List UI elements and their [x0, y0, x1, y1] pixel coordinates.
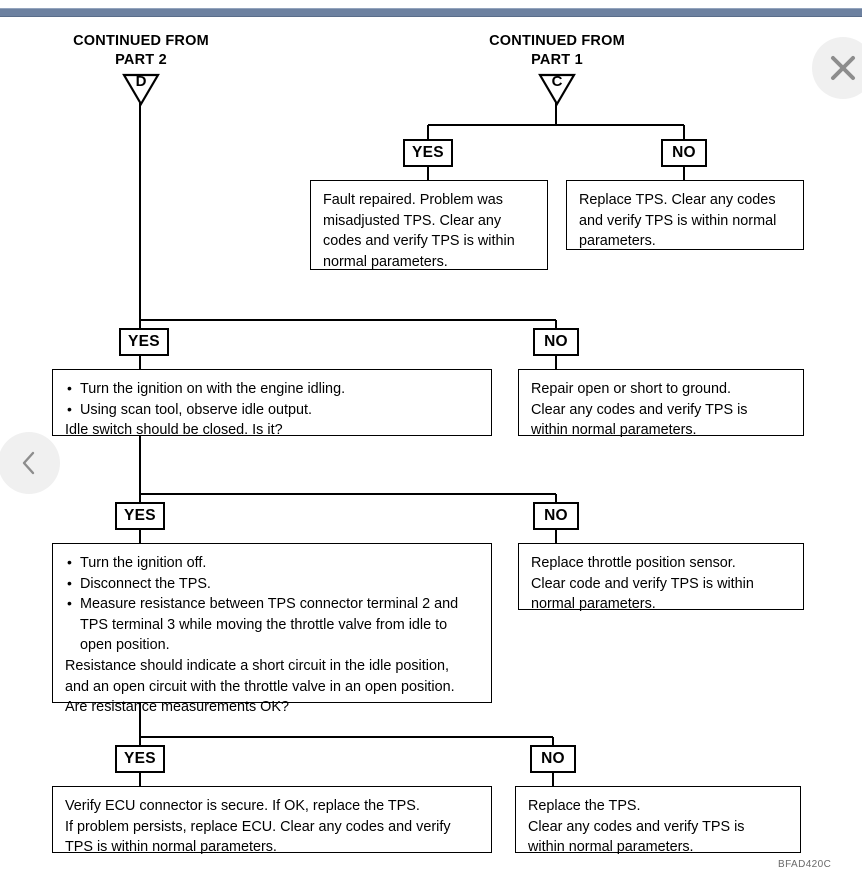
box-step3-no: Replace the TPS. Clear any codes and ver… [515, 786, 801, 855]
previous-page-button[interactable] [0, 432, 60, 494]
box-c-yes: Fault repaired. Problem was misadjusted … [310, 180, 548, 270]
chip-c-no: NO [661, 139, 707, 167]
connector-letter-c: C [551, 73, 563, 90]
box-step3-no-line-2: Clear any codes and verify TPS is [528, 818, 745, 835]
chip-c-yes: YES [403, 139, 453, 167]
box-step1-question: Turn the ignition on with the engine idl… [52, 369, 492, 438]
continued-from-part1-header: CONTINUED FROM PART 1 [476, 32, 638, 70]
box-step2-no: Replace throttle position sensor. Clear … [518, 543, 804, 612]
figure-code-label: BFAD420C [778, 859, 832, 870]
box-c-no-line-2: and verify TPS is within normal [579, 212, 777, 229]
box-c-yes-line-2: misadjusted TPS. Clear any [323, 212, 502, 229]
box-step3-yes-line-1: Verify ECU connector is secure. If OK, r… [65, 798, 420, 814]
chip-step1-no: NO [533, 328, 579, 356]
box-step3-no-line-3: within normal parameters. [528, 839, 694, 856]
box-step2-question: Turn the ignition off. Disconnect the TP… [52, 543, 492, 715]
box-step3-yes-line-3: TPS is within normal parameters. [65, 839, 277, 856]
continued-from-label-d: CONTINUED FROM [73, 33, 209, 49]
chip-step2-yes: YES [115, 502, 165, 530]
box-step1-no: Repair open or short to ground. Clear an… [518, 369, 804, 438]
box-c-yes-line-3: codes and verify TPS is within [323, 233, 515, 250]
box-step2-line-1: Resistance should indicate a short circu… [65, 657, 449, 674]
chip-step3-yes: YES [115, 745, 165, 773]
chip-step3-no: NO [530, 745, 576, 773]
box-step1-no-line-1: Repair open or short to ground. [531, 381, 731, 397]
box-step2-no-line-3: normal parameters. [531, 596, 656, 613]
box-step1-no-line-2: Clear any codes and verify TPS is [531, 401, 748, 418]
box-step2-no-line-2: Clear code and verify TPS is within [531, 575, 754, 592]
box-step3-no-line-1: Replace the TPS. [528, 798, 641, 814]
box-step2-bullet-3: Measure resistance between TPS connector… [65, 593, 480, 656]
box-step1-bullet-1: Turn the ignition on with the engine idl… [65, 378, 480, 400]
part-label-c: PART 1 [531, 52, 583, 68]
continued-from-part2-header: CONTINUED FROM PART 2 [60, 32, 222, 70]
chevron-left-icon [18, 448, 40, 478]
viewer-accent-bar [0, 8, 862, 17]
connector-triangle-d [122, 73, 160, 107]
box-step3-yes-line-2: If problem persists, replace ECU. Clear … [65, 818, 451, 835]
close-icon [826, 51, 860, 85]
box-c-yes-line-1: Fault repaired. Problem was [323, 192, 503, 208]
box-step1-bullet-2: Using scan tool, observe idle output. [65, 399, 480, 421]
box-step1-no-line-3: within normal parameters. [531, 422, 697, 439]
box-step1-line-1: Idle switch should be closed. Is it? [65, 422, 283, 439]
connector-triangle-c [538, 73, 576, 107]
box-c-no-line-3: parameters. [579, 233, 656, 250]
box-step2-line-3: Are resistance measurements OK? [65, 699, 289, 716]
connector-letter-d: D [135, 73, 147, 90]
box-step2-bullet-1: Turn the ignition off. [65, 552, 480, 574]
box-c-no-line-1: Replace TPS. Clear any codes [579, 192, 776, 208]
box-c-no: Replace TPS. Clear any codes and verify … [566, 180, 804, 250]
part-label-d: PART 2 [115, 52, 167, 68]
box-step3-yes: Verify ECU connector is secure. If OK, r… [52, 786, 492, 855]
close-button[interactable] [812, 37, 862, 99]
chip-step2-no: NO [533, 502, 579, 530]
box-c-yes-line-4: normal parameters. [323, 253, 448, 270]
chip-step1-yes: YES [119, 328, 169, 356]
box-step2-no-line-1: Replace throttle position sensor. [531, 555, 736, 571]
continued-from-label-c: CONTINUED FROM [489, 33, 625, 49]
box-step2-bullet-2: Disconnect the TPS. [65, 573, 480, 595]
box-step2-line-2: and an open circuit with the throttle va… [65, 678, 455, 695]
